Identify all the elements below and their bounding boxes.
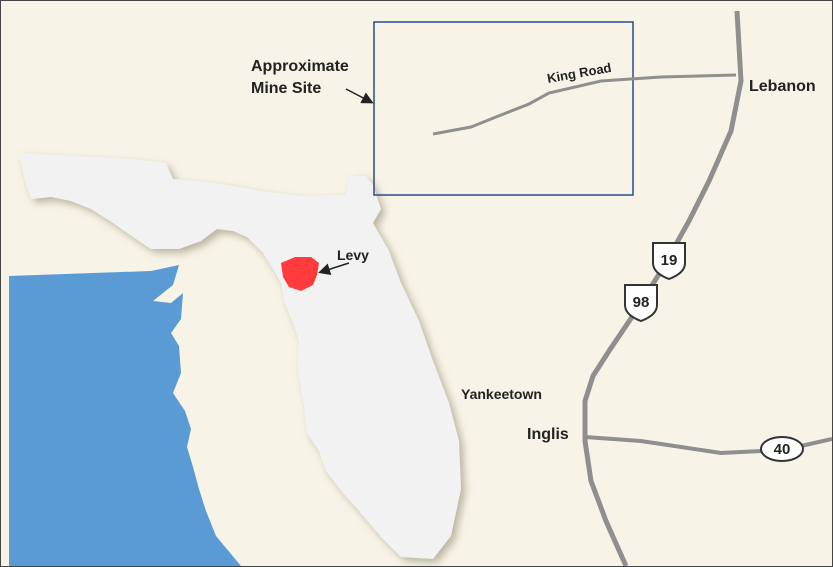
levy-label: Levy <box>337 247 369 263</box>
us-19-shield-number: 19 <box>661 252 678 269</box>
sr-40-shield-number: 40 <box>774 441 791 458</box>
us-98-shield-number: 98 <box>633 294 650 311</box>
mine-site-label-line2: Mine Site <box>251 80 321 97</box>
mine-site-label-line1: Approximate <box>251 58 349 75</box>
mine-site-pointer-arrow <box>345 88 374 104</box>
lebanon-label: Lebanon <box>749 78 816 95</box>
levy-county <box>281 257 319 291</box>
mine-site-inset-box <box>373 21 634 196</box>
inglis-label: Inglis <box>527 426 569 443</box>
king-road <box>432 73 737 136</box>
us-98-shield: 98 <box>624 284 658 323</box>
us-19-shield: 19 <box>652 242 686 281</box>
us-19-98-highway <box>582 10 744 566</box>
sr-40-highway <box>584 435 832 456</box>
sr-40-shield: 40 <box>760 436 804 462</box>
levy-pointer-arrow <box>318 262 350 275</box>
yankeetown-label: Yankeetown <box>461 386 542 402</box>
florida-landmass <box>19 153 461 559</box>
gulf-water <box>9 265 241 566</box>
